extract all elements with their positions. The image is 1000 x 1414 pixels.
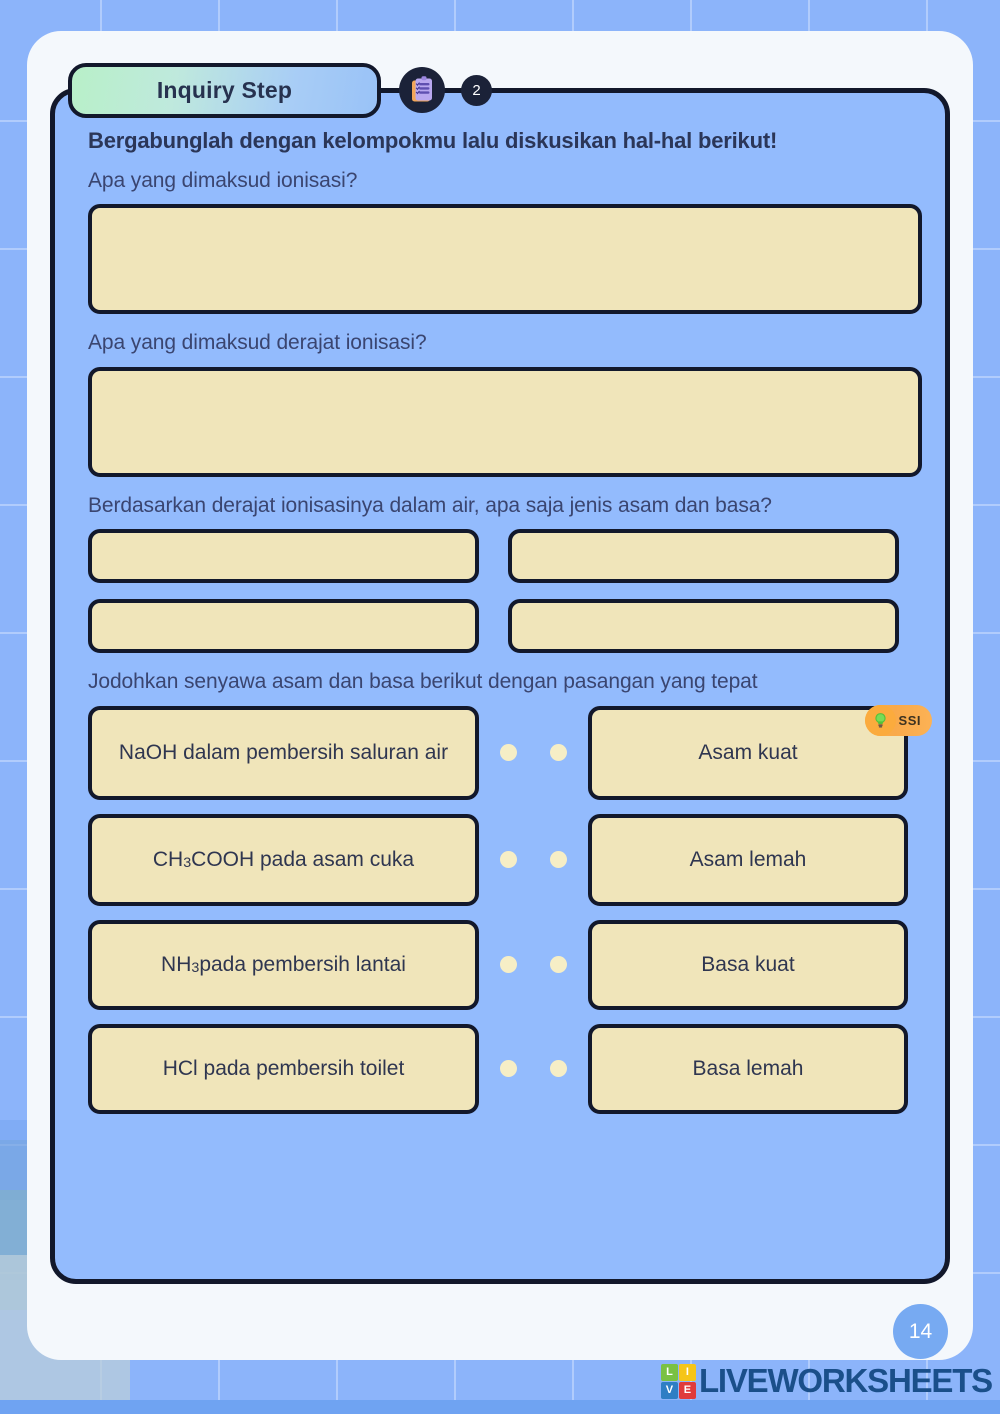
match-right-dot-4[interactable]	[550, 1060, 567, 1078]
step-number-badge: 2	[461, 74, 492, 106]
logo-wordmark: LIVEWORKSHEETS	[698, 1362, 993, 1399]
liveworksheets-logo: L I V E LIVEWORKSHEETS	[660, 1362, 993, 1400]
logo-tile-v: V	[660, 1381, 678, 1399]
panel-content: Bergabunglah dengan kelompokmu lalu disk…	[88, 128, 932, 1128]
match-left-item-1[interactable]: NaOH dalam pembersih saluran air	[88, 705, 479, 800]
matching-area: NaOH dalam pembersih saluran air Asam ku…	[88, 705, 922, 1114]
answer-box-1[interactable]	[88, 204, 922, 315]
match-right-dot-1[interactable]	[550, 744, 567, 762]
match-right-dot-3[interactable]	[550, 956, 567, 974]
match-right-item-2[interactable]: Asam lemah	[588, 813, 908, 906]
instruction-text: Bergabunglah dengan kelompokmu lalu disk…	[88, 128, 778, 153]
answer-box-3d[interactable]	[508, 599, 899, 654]
match-right-item-4[interactable]: Basa lemah	[588, 1023, 908, 1114]
page-number-badge: 14	[893, 1304, 948, 1359]
step-tab-label: Inquiry Step	[156, 76, 293, 103]
ssi-label: SSI	[898, 713, 921, 729]
inquiry-step-header: Inquiry Step 2	[68, 62, 492, 118]
matching-row: NaOH dalam pembersih saluran air Asam ku…	[88, 705, 922, 800]
logo-tile-l: L	[660, 1363, 678, 1381]
ssi-badge[interactable]: SSI	[864, 705, 932, 737]
clipboard-checklist-icon	[399, 67, 445, 113]
match-left-dot-2[interactable]	[500, 851, 517, 869]
logo-tile-i: I	[678, 1363, 696, 1381]
answer-box-3a[interactable]	[88, 529, 479, 584]
match-left-item-4[interactable]: HCl pada pembersih toilet	[88, 1023, 479, 1114]
matching-header: Jodohkan senyawa asam dan basa berikut d…	[88, 667, 932, 737]
answer-box-2[interactable]	[88, 366, 922, 477]
match-right-item-3[interactable]: Basa kuat	[588, 919, 908, 1010]
step-tab[interactable]: Inquiry Step	[68, 62, 381, 118]
step-number-connector	[445, 88, 461, 92]
logo-tile-e: E	[678, 1381, 696, 1399]
match-left-dot-1[interactable]	[500, 744, 517, 762]
match-right-dot-2[interactable]	[550, 851, 567, 869]
question-1-label: Apa yang dimaksud ionisasi?	[88, 169, 358, 192]
lightbulb-icon	[864, 705, 896, 737]
match-left-dot-4[interactable]	[500, 1060, 517, 1078]
answer-box-3b[interactable]	[508, 529, 899, 584]
question-2-label: Apa yang dimaksud derajat ionisasi?	[88, 331, 427, 355]
question-3-label: Berdasarkan derajat ionisasinya dalam ai…	[88, 493, 772, 517]
match-left-dot-3[interactable]	[500, 956, 517, 974]
bottom-strip	[0, 1400, 1000, 1414]
answer-box-grid	[88, 529, 922, 654]
matching-prompt: Jodohkan senyawa asam dan basa berikut d…	[88, 670, 758, 694]
match-right-item-1[interactable]: Asam kuat	[588, 705, 908, 800]
answer-box-3c[interactable]	[88, 599, 479, 654]
matching-row: HCl pada pembersih toilet Basa lemah	[88, 1023, 922, 1114]
tab-connector-line	[381, 88, 399, 92]
logo-tiles: L I V E	[660, 1363, 696, 1399]
